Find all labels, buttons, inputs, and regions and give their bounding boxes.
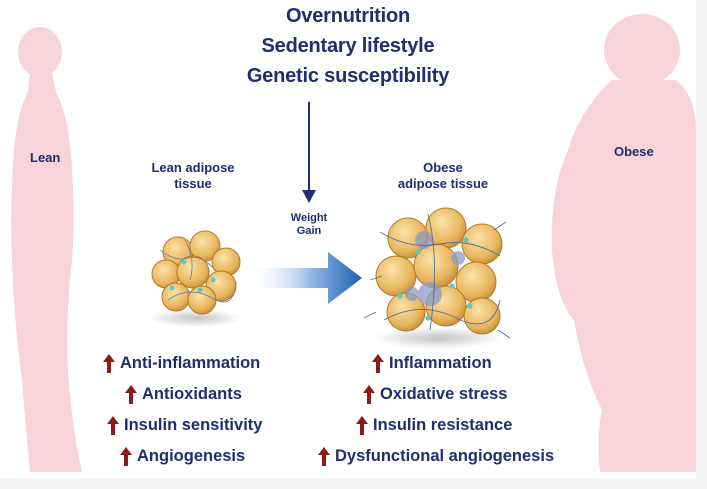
obese-tissue-label: Obese adipose tissue (378, 160, 508, 192)
obese-effect-insulin-resistance: Insulin resistance (356, 416, 512, 435)
diagram: Overnutrition Sedentary lifestyle Geneti… (0, 0, 696, 478)
weight-gain-label: Weight Gain (270, 212, 348, 238)
arrow-up-icon (120, 447, 132, 466)
arrow-up-icon (372, 354, 384, 373)
lean-effect-angiogenesis: Angiogenesis (120, 447, 245, 466)
lean-tissue-label-line1: Lean adipose (151, 160, 235, 175)
lean-effect-label: Insulin sensitivity (124, 416, 263, 434)
arrow-up-icon (125, 385, 137, 404)
cause-sedentary-lifestyle: Sedentary lifestyle (261, 35, 435, 57)
lean-effect-label: Angiogenesis (137, 447, 246, 465)
lean-effect-antioxidants: Antioxidants (125, 385, 242, 404)
lean-effect-label: Antioxidants (142, 385, 242, 403)
weight-gain-label-line1: Weight (290, 212, 328, 224)
down-arrow (302, 102, 316, 203)
obese-effect-label: Insulin resistance (373, 416, 513, 434)
lean-effect-insulin-sensitivity: Insulin sensitivity (107, 416, 262, 435)
obese-tissue-label-line2: adipose tissue (397, 176, 489, 191)
lean-label: Lean (30, 150, 61, 165)
arrow-up-icon (103, 354, 115, 373)
diagram-graphics (11, 14, 696, 472)
obese-effect-dysfunctional-angiogenesis: Dysfunctional angiogenesis (318, 447, 554, 466)
obese-tissue-label-line1: Obese (423, 160, 463, 175)
obese-effect-label: Oxidative stress (380, 385, 508, 403)
lean-tissue-label: Lean adipose tissue (128, 160, 258, 192)
arrow-up-icon (356, 416, 368, 435)
lean-tissue-label-line2: tissue (174, 176, 212, 191)
lean-effect-label: Anti-inflammation (120, 354, 261, 372)
lean-adipose-cluster (150, 230, 242, 327)
obese-adipose-cluster (363, 207, 511, 349)
obese-effect-label: Inflammation (389, 354, 492, 372)
weight-gain-label-line2: Gain (296, 225, 322, 237)
obese-label: Obese (614, 144, 654, 159)
obese-effect-oxidative-stress: Oxidative stress (363, 385, 508, 404)
obese-silhouette (551, 14, 696, 472)
obese-effect-label: Dysfunctional angiogenesis (335, 447, 555, 465)
lean-effect-anti-inflammation: Anti-inflammation (103, 354, 260, 373)
obese-effect-inflammation: Inflammation (372, 354, 492, 373)
arrow-right-icon (252, 252, 362, 304)
arrow-up-icon (363, 385, 375, 404)
cause-genetic-susceptibility: Genetic susceptibility (246, 65, 450, 87)
arrow-up-icon (318, 447, 330, 466)
lean-silhouette (11, 27, 82, 472)
cause-overnutrition: Overnutrition (285, 5, 411, 27)
arrow-up-icon (107, 416, 119, 435)
